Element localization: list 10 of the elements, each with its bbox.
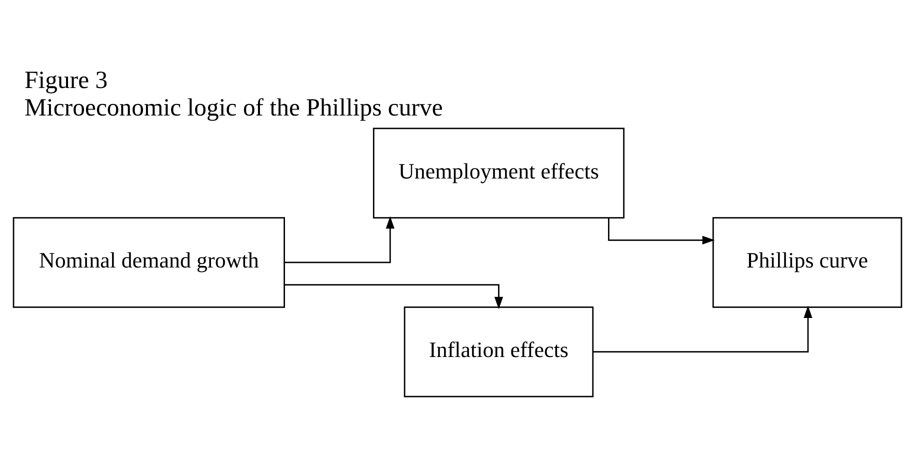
diagram-title: Figure 3 — [24, 66, 108, 94]
arrow — [593, 306, 812, 353]
caption: Microeconomic logic of the Phillips curve — [24, 94, 443, 122]
node-box: Unemployment effects — [372, 128, 624, 218]
arrow — [284, 284, 504, 310]
node-box: Nominal demand growth — [12, 217, 285, 308]
arrow — [608, 218, 715, 244]
node-box: Inflation effects — [404, 306, 594, 398]
node-box: Phillips curve — [712, 217, 902, 308]
arrow — [284, 216, 394, 264]
